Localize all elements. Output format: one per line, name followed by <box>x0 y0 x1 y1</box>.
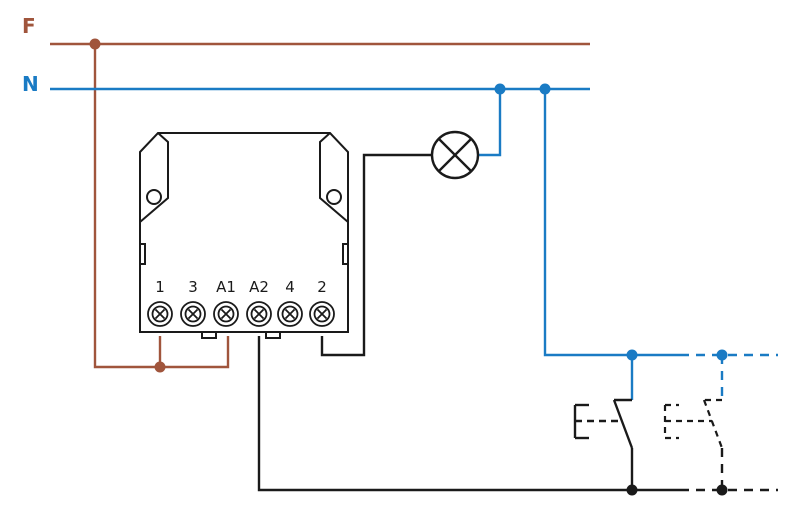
control-junction-pushbutton <box>626 484 638 496</box>
neutral-junction-pushbutton <box>626 349 638 361</box>
terminal-screw-2 <box>309 301 335 327</box>
neutral-line-label: N <box>22 72 39 96</box>
neutral-to-switch-bus <box>543 89 680 357</box>
terminal-label-a1: A1 <box>216 278 236 296</box>
relay-housing <box>139 132 349 333</box>
terminal-label-2: 2 <box>317 278 327 296</box>
terminal-block <box>147 301 335 327</box>
terminal-label-1: 1 <box>155 278 165 296</box>
terminal-label-4: 4 <box>285 278 295 296</box>
phase-line-label: F <box>22 14 36 38</box>
terminal-screw-4 <box>277 301 303 327</box>
phase-junction-bottom <box>154 361 166 373</box>
neutral-to-lamp <box>478 89 502 157</box>
terminal-label-3: 3 <box>188 278 198 296</box>
phase-junction-top <box>89 38 101 50</box>
terminal-screw-3 <box>180 301 206 327</box>
relay-right-clip <box>342 243 349 265</box>
relay-left-bracket <box>139 132 169 223</box>
optional-pushbutton-switch-icon <box>663 398 724 449</box>
relay-right-screw-hole <box>326 189 342 205</box>
relay-right-bracket <box>319 132 349 223</box>
relay-bottom-tab-left <box>201 331 217 339</box>
terminal-2-to-lamp <box>320 153 432 357</box>
terminal-screw-1 <box>147 301 173 327</box>
terminal-a2-to-switch <box>257 336 680 492</box>
relay-left-clip <box>139 243 146 265</box>
relay-module <box>139 132 349 339</box>
phase-wiring <box>50 42 590 369</box>
terminal-screw-a2 <box>246 301 272 327</box>
phase-drop-wire <box>93 44 230 369</box>
relay-bottom-tab-right <box>265 331 281 339</box>
neutral-junction-switch <box>539 83 551 95</box>
control-wiring <box>257 153 778 492</box>
terminal-screw-a1 <box>213 301 239 327</box>
terminal-label-a2: A2 <box>249 278 269 296</box>
relay-left-screw-hole <box>146 189 162 205</box>
pushbutton-switch-icon <box>573 398 634 449</box>
lamp-icon <box>430 130 480 180</box>
neutral-junction-optional <box>716 349 728 361</box>
neutral-junction-lamp <box>494 83 506 95</box>
control-junction-optional <box>716 484 728 496</box>
